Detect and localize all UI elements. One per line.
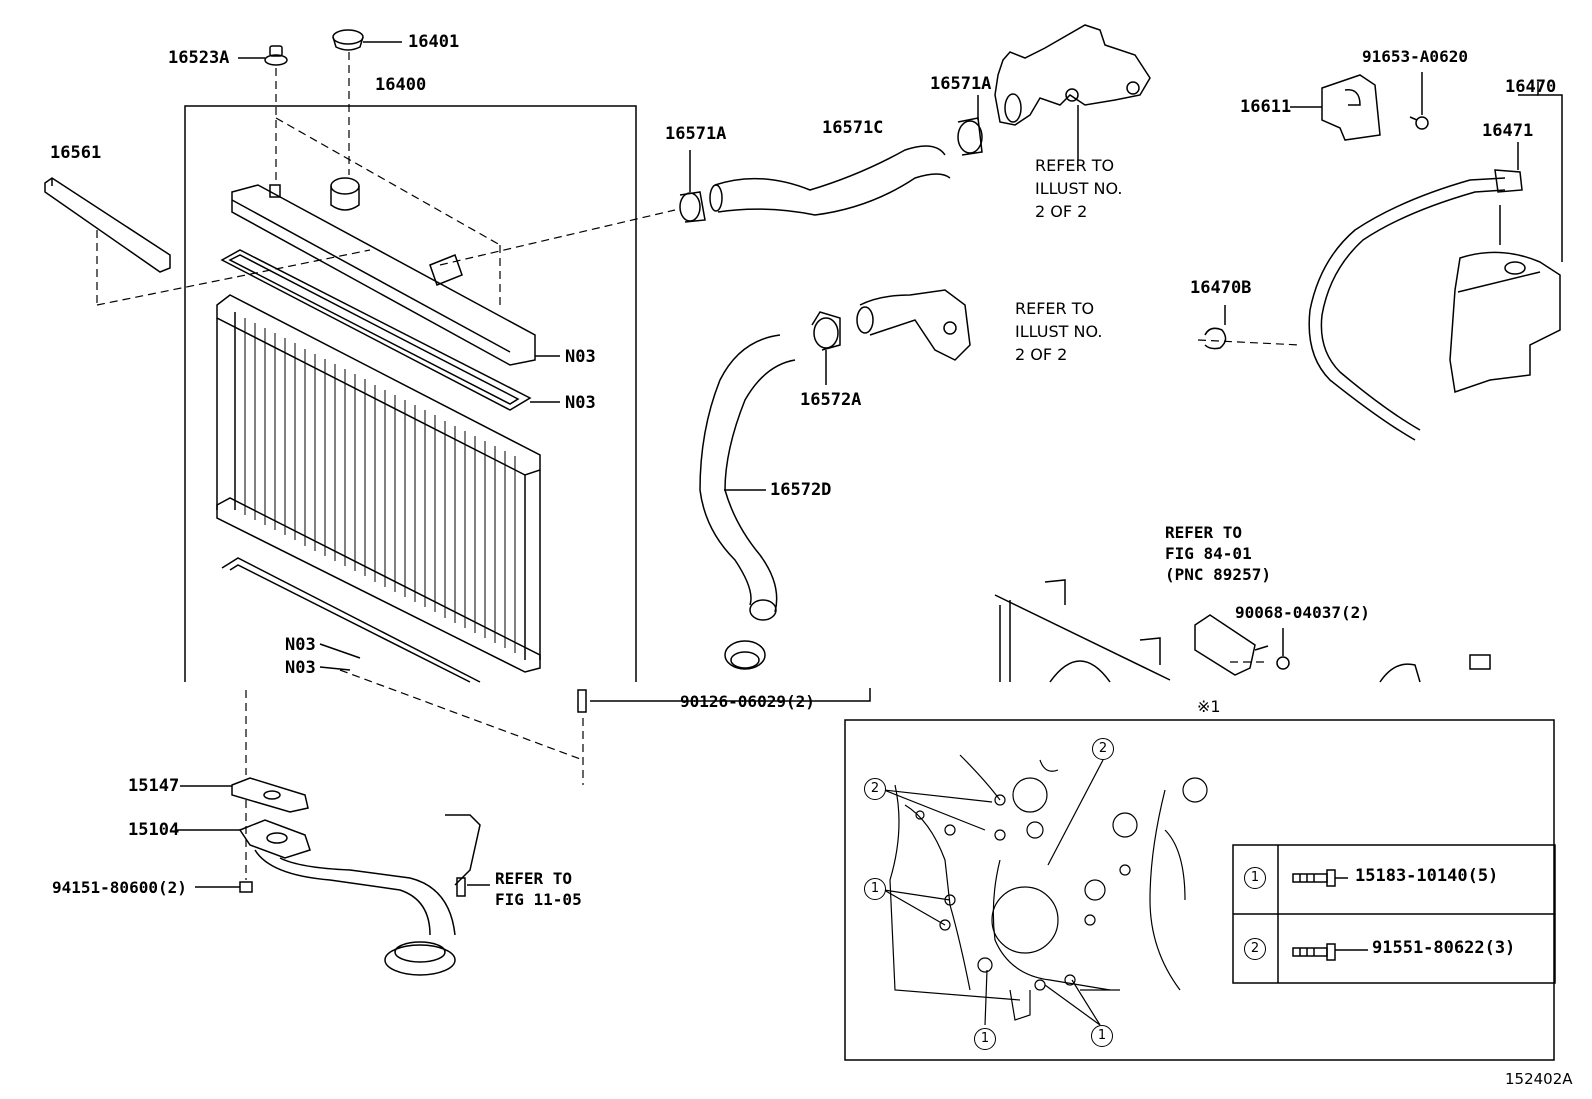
- nut-94151: [195, 881, 253, 893]
- fan-shroud-partial: [994, 579, 1491, 683]
- label-16470: 16470: [1505, 77, 1557, 97]
- legend-num-1: 1: [1244, 867, 1266, 889]
- bolt-91653: [1409, 72, 1429, 130]
- radiator-frame-bracket: [184, 105, 637, 682]
- legend-bolt-1-icon: [1292, 869, 1348, 887]
- label-16572D: 16572D: [770, 480, 832, 500]
- label-N03-lower-2: N03: [285, 658, 316, 678]
- label-16400: 16400: [375, 75, 427, 95]
- legend-num-2: 2: [1244, 938, 1266, 960]
- upper-gasket: [220, 249, 560, 411]
- inset-callout-1-left: 1: [864, 878, 886, 900]
- label-91653-A0620: 91653-A0620: [1362, 47, 1468, 66]
- inset-callout-2-top: 2: [1092, 738, 1114, 760]
- water-outlet-housing: [994, 24, 1151, 160]
- drain-plug-16523A: [238, 45, 288, 66]
- inset-callout-2-left: 2: [864, 778, 886, 800]
- label-16471: 16471: [1482, 121, 1534, 141]
- upper-hose-16571C: [709, 145, 951, 216]
- label-16401: 16401: [408, 32, 460, 52]
- hose-clamp-16572A: [811, 311, 841, 385]
- radiator-upper-tank: [231, 177, 560, 366]
- label-N03-tank: N03: [565, 347, 596, 367]
- dashed-leaders: [96, 52, 1301, 880]
- inset-callout-1-bottom-right: 1: [1091, 1025, 1113, 1047]
- sensor-89257: [1194, 614, 1290, 676]
- clip-16470B: [1204, 305, 1227, 350]
- water-inlet: [856, 289, 971, 361]
- lower-hose-clamp-bottom: [724, 640, 766, 670]
- legend-code-91551-80622: 91551-80622(3): [1372, 938, 1516, 958]
- label-16523A: 16523A: [168, 48, 230, 68]
- inset-note-mark: ※1: [1197, 697, 1221, 716]
- label-16561: 16561: [50, 143, 102, 163]
- bracket-16611: [1290, 74, 1381, 141]
- label-16571A-right: 16571A: [930, 74, 992, 94]
- legend-bolt-2-icon: [1292, 943, 1368, 961]
- hose-clamp-16571A-right: [957, 95, 983, 156]
- label-16611: 16611: [1240, 97, 1292, 117]
- oil-strainer-15104: [175, 814, 481, 976]
- bolt-strainer: [456, 877, 490, 897]
- inset-leader-lines: [883, 759, 1104, 1026]
- label-90068-04037: 90068-04037(2): [1235, 603, 1370, 622]
- label-94151-80600: 94151-80600(2): [52, 878, 187, 897]
- label-15104: 15104: [128, 820, 180, 840]
- lower-gasket: [221, 557, 481, 683]
- label-16571C: 16571C: [822, 118, 884, 138]
- radiator-core: [216, 294, 541, 673]
- timing-cover-drawing: [889, 754, 1208, 1021]
- label-15147: 15147: [128, 776, 180, 796]
- gasket-15147: [180, 777, 309, 813]
- overflow-hose-16471: [1308, 142, 1523, 441]
- hose-clamp-16571A-left: [679, 150, 706, 223]
- label-16470B: 16470B: [1190, 278, 1252, 298]
- bolt-90126: [577, 688, 871, 713]
- label-16571A-left: 16571A: [665, 124, 727, 144]
- lower-hose-16572D: [699, 334, 796, 621]
- label-N03-lower-1: N03: [285, 635, 316, 655]
- inset-frame: [844, 719, 1555, 1061]
- radiator-cap-16401: [332, 29, 402, 51]
- label-N03-gasket: N03: [565, 393, 596, 413]
- inset-callout-1-bottom-left: 1: [974, 1028, 996, 1050]
- label-90126-06029: 90126-06029(2): [680, 692, 815, 711]
- figure-id: 152402A: [1505, 1070, 1573, 1088]
- seal-strip-16561: [44, 177, 171, 273]
- reservoir-tank-16470: [1449, 82, 1563, 393]
- bolt-legend-table: [1232, 844, 1556, 984]
- legend-code-15183-10140: 15183-10140(5): [1355, 866, 1499, 886]
- label-16572A: 16572A: [800, 390, 862, 410]
